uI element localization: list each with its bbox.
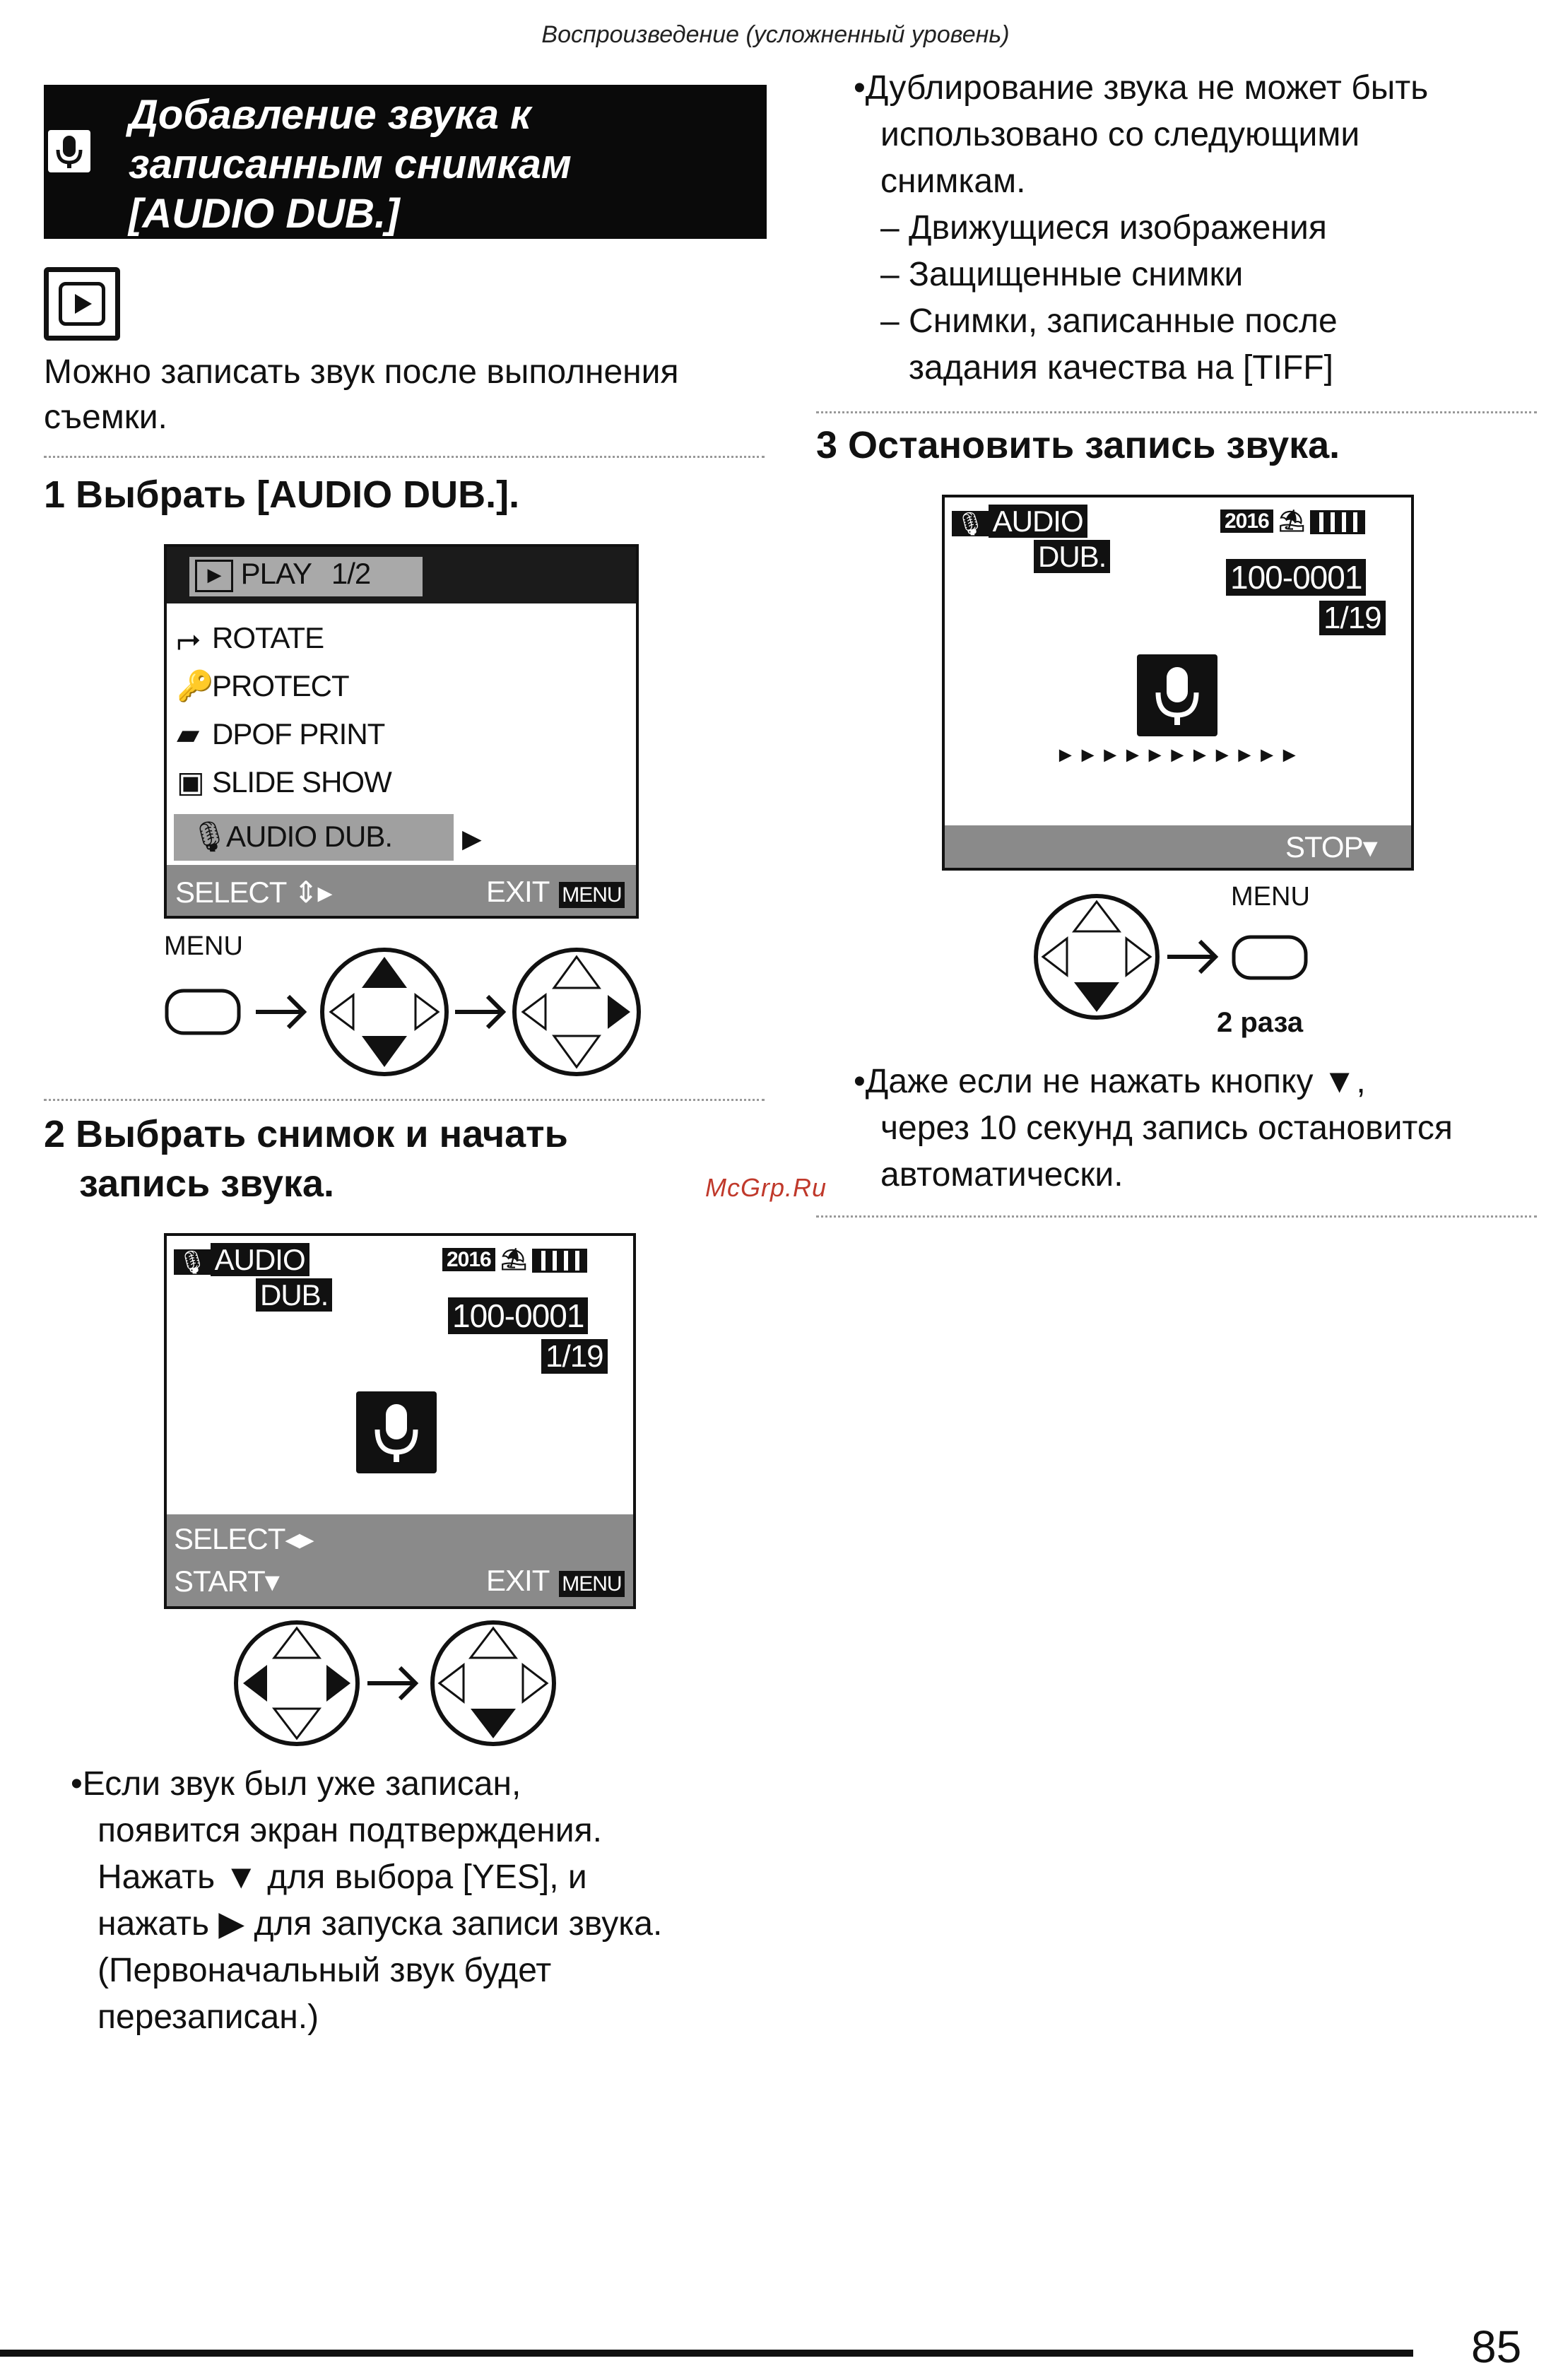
step1-menu-screen: ▶ PLAY 1/2 ⮣ROTATE 🔑PROTECT ▰DPOF PRINT … <box>164 544 639 919</box>
intro-line-1: Можно записать звук после выполнения <box>44 353 679 391</box>
play-tab <box>189 557 423 596</box>
file-number: 100-0001 <box>1226 559 1367 596</box>
select-hint: SELECT <box>174 1522 285 1555</box>
menu-label: MENU <box>1231 882 1310 912</box>
up-down-right-icon: ⇕▸ <box>293 876 332 909</box>
slideshow-icon: ▣ <box>177 765 205 799</box>
arrow-right-icon: ▶ <box>462 824 482 853</box>
section-title-box: Добавление звука к записанным снимкам [A… <box>44 85 767 239</box>
menu-button-icon <box>1232 935 1308 980</box>
play-tab-icon: ▶ <box>195 559 233 592</box>
arrow-right-icon <box>1167 939 1219 974</box>
intro-text: Можно записать звук после выполнения съе… <box>44 350 765 440</box>
date-badge: 2016 <box>442 1248 495 1271</box>
menu-label: MENU <box>164 931 243 961</box>
date-badge: 2016 <box>1220 509 1273 533</box>
mode-label: AUDIO <box>210 1243 309 1276</box>
microphone-icon: 🎙 <box>952 511 989 536</box>
microphone-icon <box>356 1391 437 1473</box>
menu-item-audio-dub[interactable] <box>174 814 454 861</box>
title-line-2: записанным снимкам <box>129 141 572 187</box>
divider <box>44 456 765 458</box>
menu-badge: MENU <box>559 882 625 908</box>
file-number: 100-0001 <box>448 1297 589 1334</box>
image-count: 1/19 <box>1319 601 1386 635</box>
step2-heading: 2 Выбрать снимок и начать запись звука. <box>44 1109 568 1208</box>
dpad-down-icon <box>1034 894 1160 1020</box>
step3-button-sequence <box>1034 894 1308 1020</box>
step2-heading-line-2: запись звука. <box>79 1162 334 1205</box>
microphone-icon <box>1137 654 1217 736</box>
menu-item-dpof-print[interactable]: ▰DPOF PRINT <box>177 710 391 758</box>
rotate-icon: ⮣ <box>177 621 201 654</box>
restriction-note: •Дублирование звука не может быть исполь… <box>854 69 1429 387</box>
divider <box>44 1099 765 1101</box>
step1-heading: 1 Выбрать [AUDIO DUB.]. <box>44 473 520 516</box>
step2-note: •Если звук был уже записан, появится экр… <box>71 1765 663 2036</box>
key-icon: 🔑 <box>177 669 213 702</box>
dpad-right-icon <box>512 948 641 1076</box>
step2-heading-line-1: 2 Выбрать снимок и начать <box>44 1113 568 1155</box>
section-header: Воспроизведение (усложненный уровень) <box>541 21 1010 48</box>
microphone-icon: 🎙 <box>174 1249 211 1275</box>
menu-badge: MENU <box>559 1571 625 1597</box>
travel-icon: ⛱ <box>1278 509 1305 533</box>
dpad-down-icon <box>430 1620 556 1746</box>
dpad-up-down-icon <box>320 948 449 1076</box>
down-icon: ▾ <box>264 1565 280 1598</box>
play-page-indicator: 1/2 <box>331 557 371 590</box>
page-number: 85 <box>1471 2321 1522 2372</box>
menu-list: ⮣ROTATE 🔑PROTECT ▰DPOF PRINT ▣SLIDE SHOW <box>177 614 392 806</box>
dpad-left-right-icon <box>234 1620 360 1746</box>
arrow-right-icon <box>455 994 507 1030</box>
select-hint: SELECT <box>175 876 287 909</box>
stop-hint: STOP <box>1285 830 1364 864</box>
step3-heading: 3 Остановить запись звука. <box>816 424 1340 466</box>
title-line-1: Добавление звука к <box>129 92 531 138</box>
print-icon: ▰ <box>177 717 199 750</box>
footer-rule <box>0 2350 1413 2357</box>
battery-icon <box>531 1249 587 1273</box>
step3-recording-screen: 🎙AUDIO DUB. 2016 ⛱ 100-0001 1/19 ►►►►►►►… <box>942 495 1414 871</box>
start-hint: START <box>174 1565 266 1598</box>
step2-audio-dub-screen: 🎙AUDIO DUB. 2016 ⛱ 100-0001 1/19 SELECT◂… <box>164 1233 636 1609</box>
step2-button-sequence <box>234 1620 556 1746</box>
menu-item-rotate[interactable]: ⮣ROTATE <box>177 614 391 662</box>
title-line-3: [AUDIO DUB.] <box>129 191 400 237</box>
microphone-icon: 🎙 <box>191 820 228 853</box>
recording-progress: ►►►►►►►►►►► <box>1055 743 1302 767</box>
divider <box>816 411 1537 413</box>
exit-hint: EXIT <box>486 1564 550 1597</box>
arrow-right-icon <box>256 994 307 1030</box>
battery-icon <box>1309 510 1365 535</box>
left-right-icon: ◂▸ <box>285 1522 314 1555</box>
play-tab-label: PLAY <box>240 557 312 590</box>
microphone-icon <box>48 130 90 172</box>
arrow-right-icon <box>367 1666 419 1701</box>
step1-button-sequence <box>165 948 641 1076</box>
mode-label: AUDIO <box>988 505 1087 538</box>
exit-hint: EXIT <box>486 875 550 908</box>
travel-icon: ⛱ <box>500 1248 527 1271</box>
menu-item-slide-show[interactable]: ▣SLIDE SHOW <box>177 758 392 806</box>
play-mode-icon <box>44 267 120 341</box>
press-twice-label: 2 раза <box>1217 1007 1304 1038</box>
menu-item-protect[interactable]: 🔑PROTECT <box>177 662 391 710</box>
down-icon: ▾ <box>1362 830 1378 864</box>
divider <box>816 1215 1537 1218</box>
menu-button-icon <box>165 989 241 1035</box>
image-count: 1/19 <box>541 1339 608 1374</box>
mode-label-2: DUB. <box>256 1278 333 1312</box>
mode-label-2: DUB. <box>1034 540 1111 573</box>
step3-note: •Даже если не нажать кнопку ▼, через 10 … <box>854 1063 1453 1194</box>
intro-line-2: съемки. <box>44 399 167 436</box>
watermark: McGrp.Ru <box>705 1173 827 1202</box>
